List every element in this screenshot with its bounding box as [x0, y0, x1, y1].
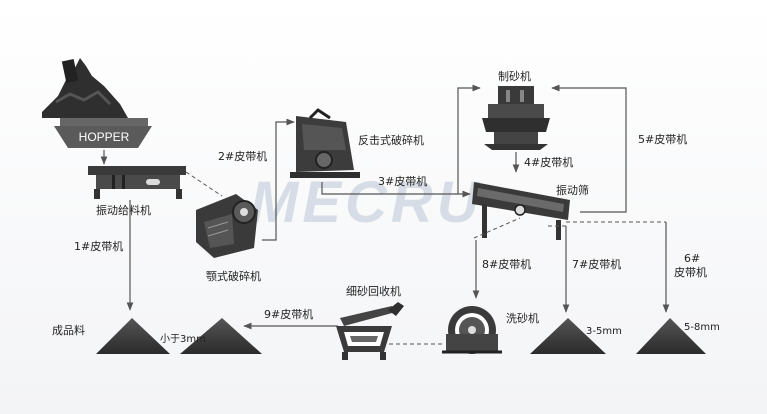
pile-lt3mm — [180, 318, 262, 354]
dashed-feeder-jaw — [185, 171, 223, 197]
arrow-belt5 — [551, 84, 627, 213]
feeder-machine — [88, 166, 186, 199]
pile-5-8mm — [636, 318, 706, 354]
belt6-label-a: 6# — [684, 252, 700, 265]
belt6-label-b: 皮带机 — [674, 265, 707, 279]
belt7-label: 7#皮带机 — [572, 257, 621, 271]
product-label: 成品料 — [52, 323, 85, 337]
belt1-label: 1#皮带机 — [74, 239, 123, 253]
impact-crusher — [290, 108, 360, 178]
pile-3-5mm — [530, 318, 606, 354]
belt8-label: 8#皮带机 — [482, 257, 531, 271]
p58-label: 5-8mm — [684, 322, 720, 333]
sand-maker — [482, 86, 550, 150]
vibrating-screen — [472, 182, 570, 240]
lt3-label: 小于3mm — [160, 333, 206, 345]
hopper-label: HOPPER — [79, 130, 130, 144]
arrow-return-left — [457, 84, 481, 194]
belt2-label: 2#皮带机 — [218, 149, 267, 163]
hopper: HOPPER — [42, 58, 152, 148]
belt5-label: 5#皮带机 — [638, 132, 687, 146]
pile-product — [96, 318, 170, 354]
screen-label: 振动筛 — [556, 183, 589, 197]
arrow-belt3 — [321, 182, 471, 198]
impact-label: 反击式破碎机 — [358, 133, 424, 147]
recovery-label: 细砂回收机 — [346, 284, 401, 298]
feeder-label: 振动给料机 — [96, 203, 151, 217]
jaw-label: 颚式破碎机 — [206, 269, 261, 283]
belt9-label: 9#皮带机 — [264, 307, 313, 321]
belt3-label: 3#皮带机 — [378, 174, 427, 188]
sandmaker-label: 制砂机 — [498, 69, 531, 83]
arrow-belt2 — [262, 118, 295, 241]
belt4-label: 4#皮带机 — [524, 155, 573, 169]
recovery-machine — [336, 302, 404, 360]
washer-label: 洗砂机 — [506, 311, 539, 325]
p35-label: 3-5mm — [586, 326, 622, 337]
sand-washer — [442, 306, 502, 354]
jaw-crusher — [196, 194, 258, 258]
watermark: MECRU — [250, 170, 483, 235]
